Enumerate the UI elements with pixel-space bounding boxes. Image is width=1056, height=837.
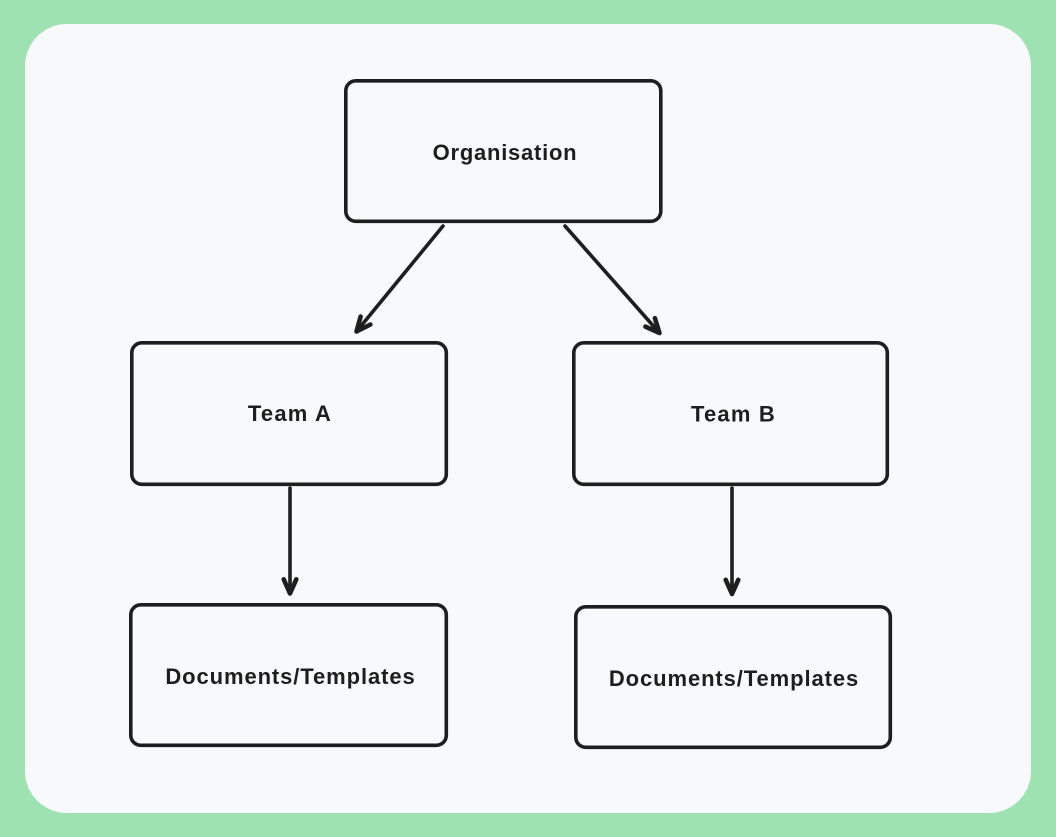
svg-text:Organisation: Organisation [433,140,578,165]
svg-text:Documents/Templates: Documents/Templates [609,666,859,691]
svg-text:Documents/Templates: Documents/Templates [165,664,415,689]
svg-text:Team A: Team A [248,401,332,426]
svg-text:Team B: Team B [691,402,776,427]
